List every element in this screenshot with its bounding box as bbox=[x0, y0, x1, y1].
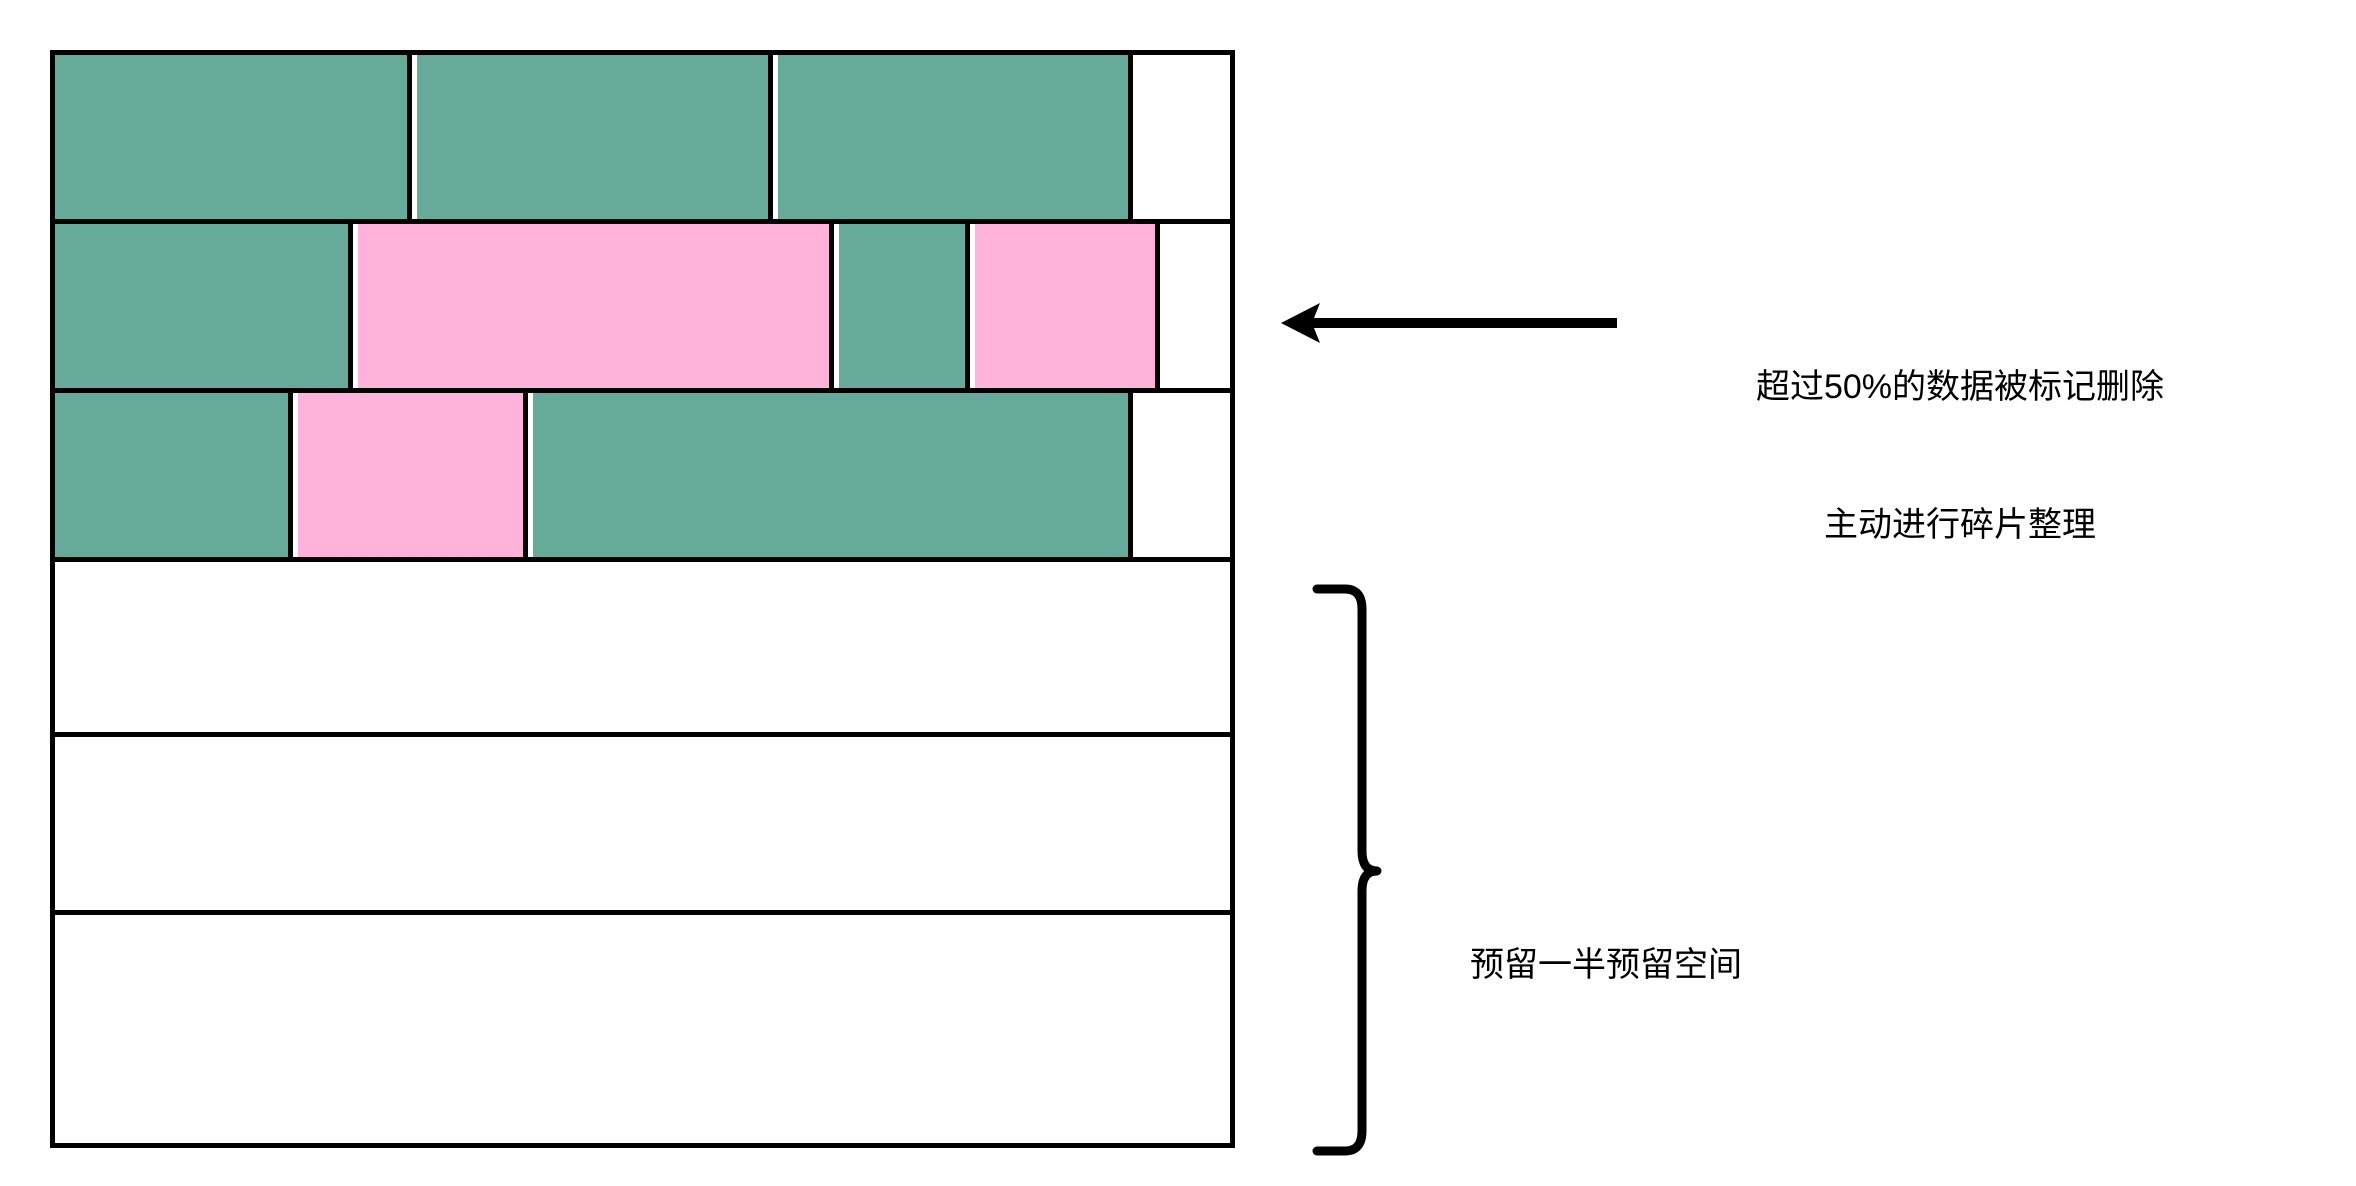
compaction-annotation: 超过50%的数据被标记删除 主动进行碎片整理 bbox=[1700, 272, 2220, 640]
compaction-arrow-icon bbox=[1281, 303, 1617, 343]
block-segment-used bbox=[55, 393, 293, 557]
block-segment-free bbox=[55, 562, 1230, 732]
block-segment-used bbox=[778, 55, 1133, 219]
block-segment-free bbox=[1138, 55, 1230, 219]
block-segment-free bbox=[1138, 393, 1230, 557]
block-segment-used bbox=[839, 224, 970, 388]
block-segment-deleted bbox=[298, 393, 528, 557]
reserve-annotation: 预留一半预留空间 bbox=[1470, 850, 1890, 1080]
block-segment-free bbox=[1165, 224, 1230, 388]
reserve-annotation-line1: 预留一半预留空间 bbox=[1470, 946, 1742, 984]
storage-block-grid bbox=[50, 50, 1235, 1148]
compaction-annotation-line1: 超过50%的数据被标记删除 bbox=[1755, 368, 2165, 406]
table-row bbox=[55, 915, 1230, 1098]
block-segment-used bbox=[533, 393, 1133, 557]
table-row bbox=[55, 55, 1230, 224]
block-segment-deleted bbox=[358, 224, 834, 388]
table-row bbox=[55, 224, 1230, 393]
block-segment-used bbox=[417, 55, 773, 219]
table-row bbox=[55, 562, 1230, 737]
block-segment-free bbox=[55, 737, 1230, 910]
table-row bbox=[55, 737, 1230, 915]
block-segment-used bbox=[55, 55, 412, 219]
block-segment-deleted bbox=[975, 224, 1160, 388]
block-segment-free bbox=[55, 915, 1230, 1098]
block-segment-used bbox=[55, 224, 353, 388]
table-row bbox=[55, 393, 1230, 562]
reserve-curly-brace-icon bbox=[1312, 584, 1382, 1156]
compaction-annotation-line2: 主动进行碎片整理 bbox=[1824, 506, 2096, 544]
